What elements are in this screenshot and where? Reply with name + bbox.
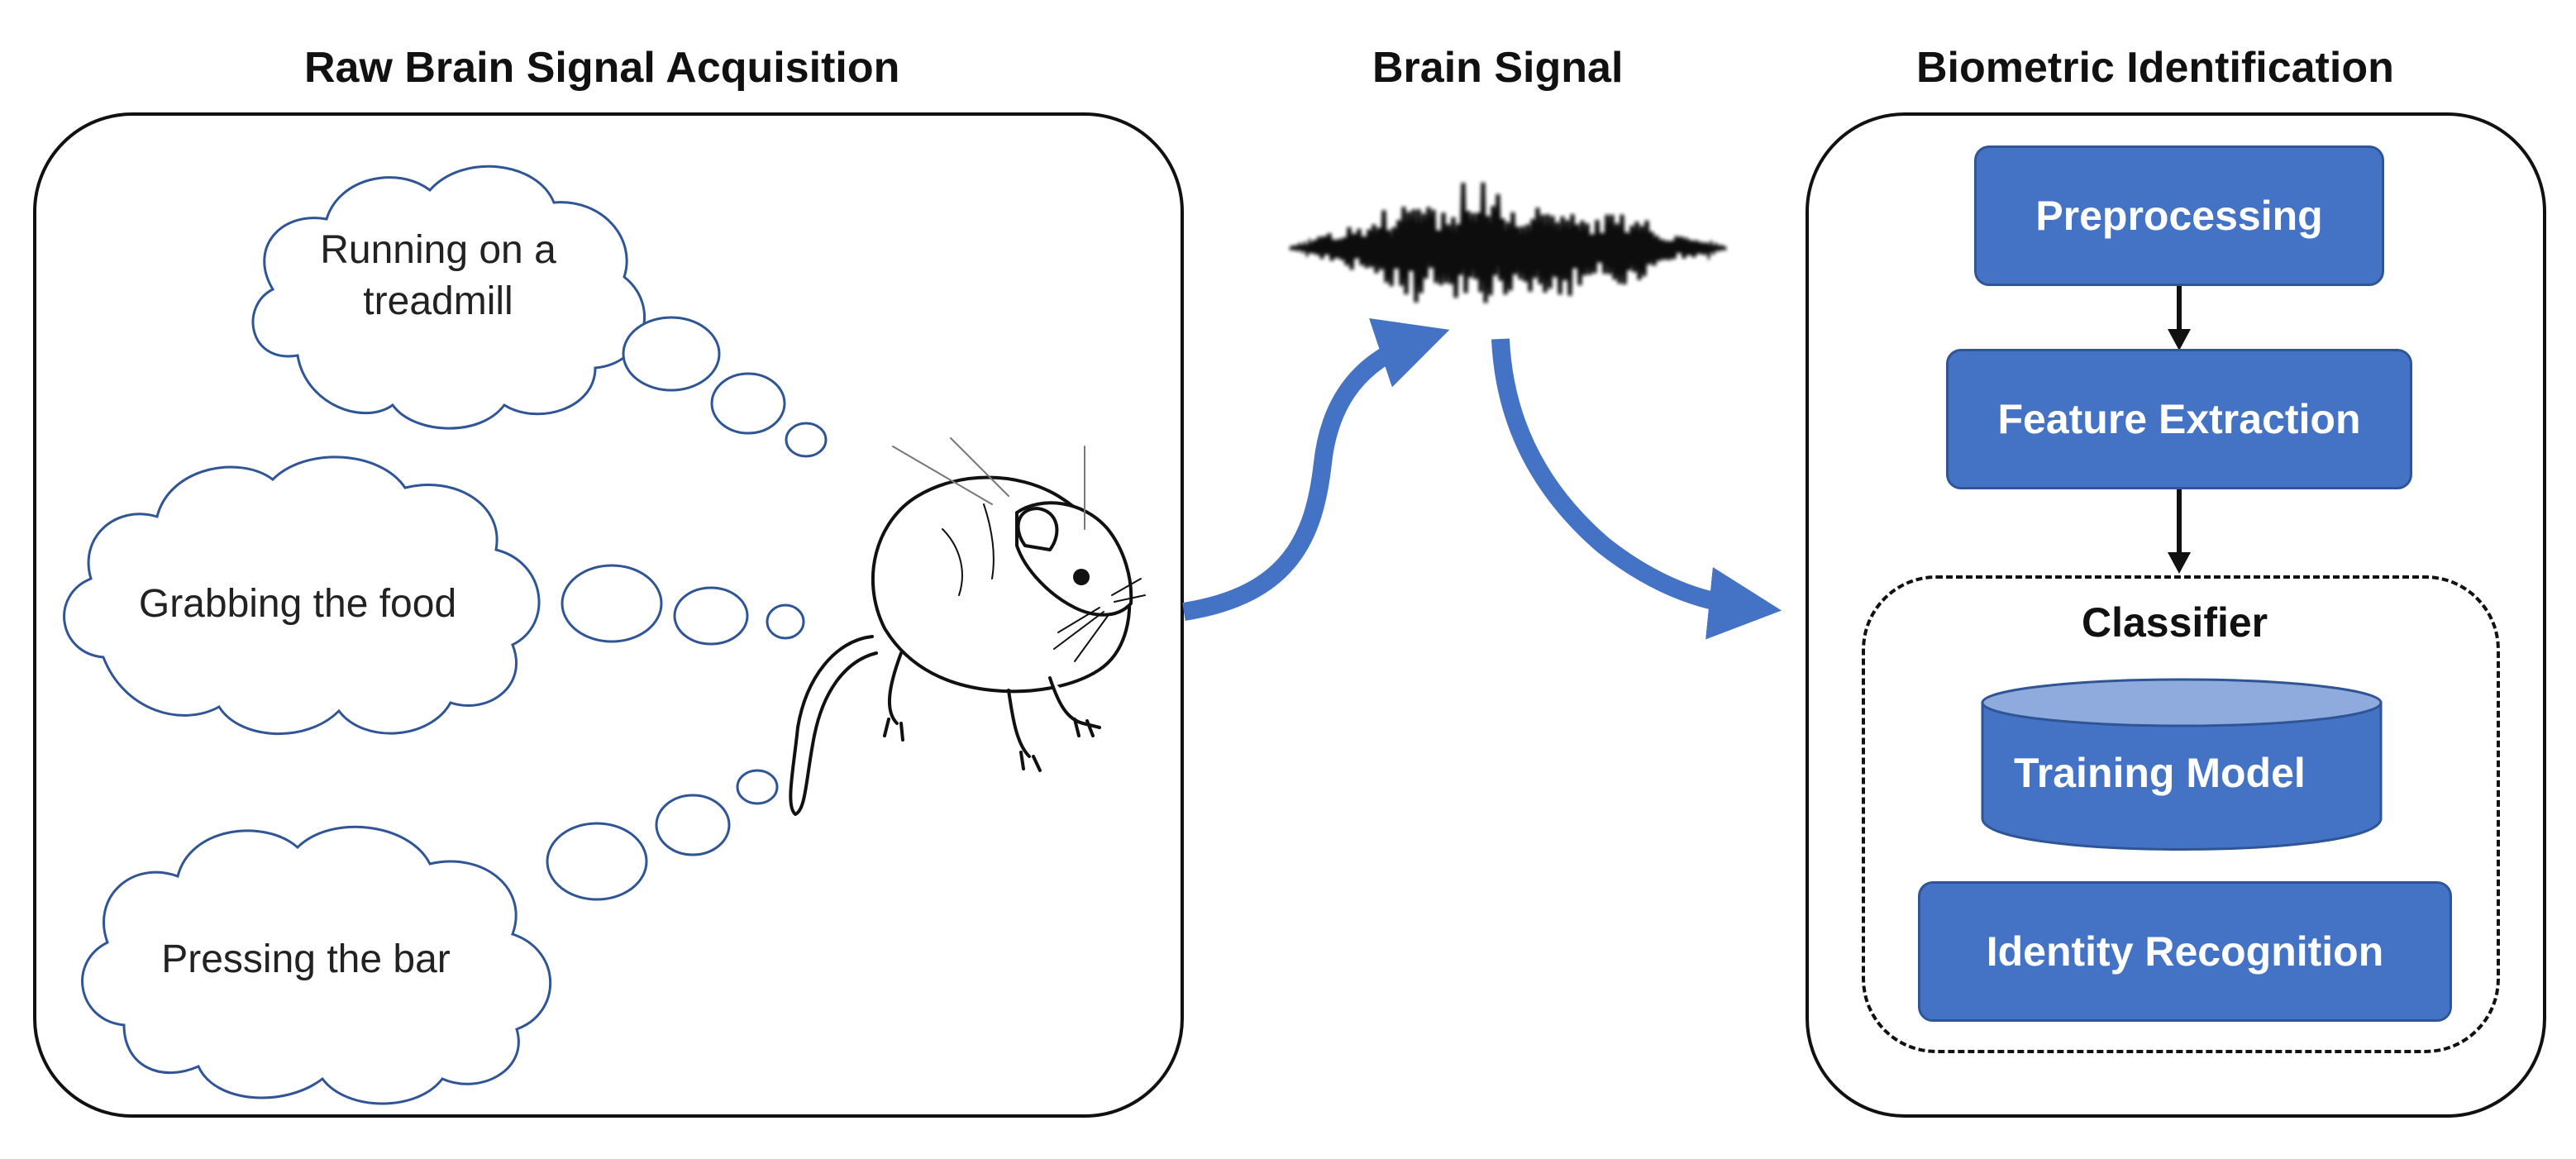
identity-recognition-box: Identity Recognition bbox=[1918, 881, 2452, 1022]
thought-running-text: Running on a treadmill bbox=[273, 225, 603, 327]
thought-running-line2: treadmill bbox=[363, 279, 513, 323]
rat-illustration bbox=[789, 437, 1146, 816]
thought-grabbing-text: Grabbing the food bbox=[138, 582, 457, 626]
preprocessing-box: Preprocessing bbox=[1974, 145, 2384, 286]
brain-signal-waveform bbox=[1289, 182, 1727, 303]
classifier-panel bbox=[1862, 575, 2500, 1053]
arrow-to-signal bbox=[1182, 317, 1450, 621]
thought-cloud-running bbox=[251, 165, 828, 458]
training-model-label: Training Model bbox=[2014, 750, 2306, 796]
feature-extraction-box: Feature Extraction bbox=[1946, 349, 2412, 489]
thought-running-line1: Running on a bbox=[320, 228, 556, 272]
identification-title: Biometric Identification bbox=[1916, 44, 2394, 92]
brain-signal-title: Brain Signal bbox=[1372, 44, 1624, 92]
thought-cloud-pressing bbox=[81, 769, 779, 1105]
acquisition-panel bbox=[33, 112, 1184, 1118]
thought-pressing-text: Pressing the bar bbox=[161, 937, 451, 981]
training-model-cylinder bbox=[1981, 678, 2383, 851]
pipeline-arrows bbox=[2168, 286, 2191, 574]
identification-panel bbox=[1806, 112, 2546, 1118]
acquisition-title: Raw Brain Signal Acquisition bbox=[304, 44, 900, 92]
classifier-title: Classifier bbox=[2082, 599, 2268, 646]
arrow-to-identification bbox=[1491, 338, 1782, 640]
thought-cloud-grabbing bbox=[63, 455, 805, 735]
